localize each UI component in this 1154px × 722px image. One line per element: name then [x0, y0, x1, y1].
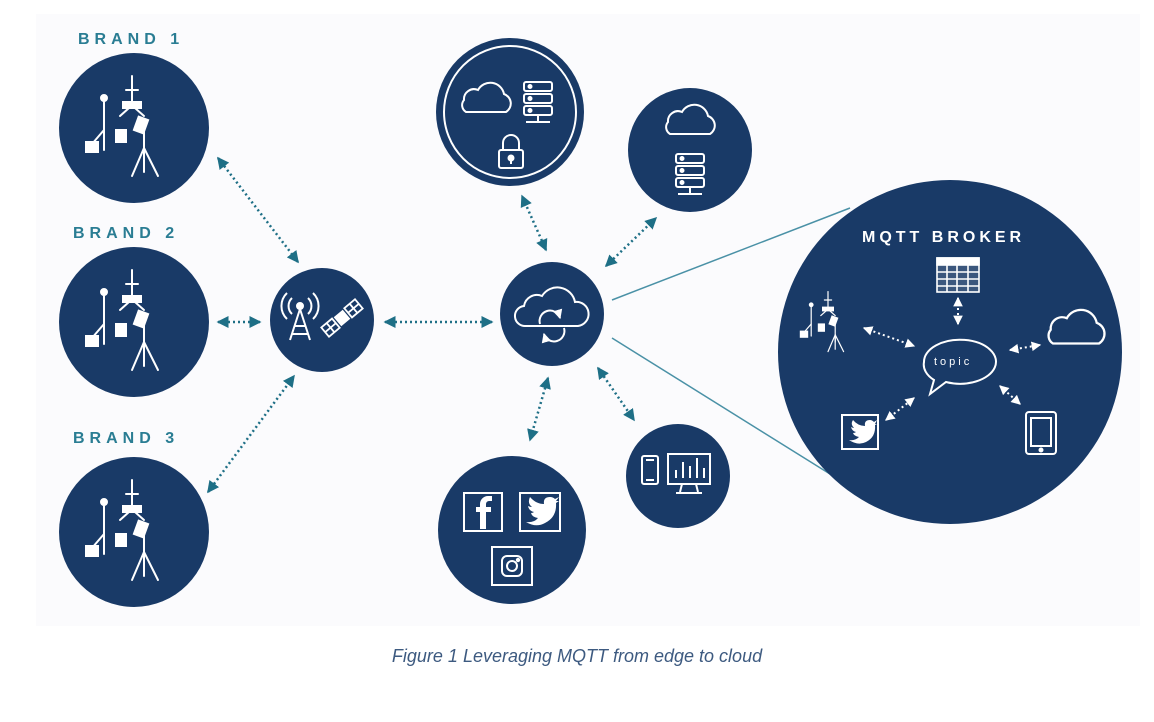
- connectors: [206, 156, 658, 494]
- satellite-icon: [320, 297, 364, 339]
- social-node: [438, 456, 586, 604]
- figure-caption: Figure 1 Leveraging MQTT from edge to cl…: [391, 646, 763, 666]
- instagram-icon: [491, 546, 533, 586]
- arrow-hub-private-cloud: [520, 194, 548, 252]
- dashboard-node: [626, 424, 730, 528]
- brand-3-label: BRAND 3: [73, 430, 179, 447]
- radio-tower-icon: [280, 292, 320, 341]
- cloud-server-node: [628, 88, 752, 212]
- topic-label: topic: [934, 356, 972, 368]
- brand-2-label: BRAND 2: [73, 225, 179, 242]
- mobile-icon: [641, 455, 659, 485]
- facebook-icon: [463, 492, 503, 532]
- twitter-icon: [519, 492, 561, 532]
- brand-1-node: [59, 53, 209, 203]
- arrow-hub-cloud-server: [604, 216, 658, 268]
- broker-twitter: [841, 414, 879, 450]
- gateway-node: [270, 268, 374, 372]
- brand-3-node: [59, 457, 209, 607]
- tablet-icon: [1025, 411, 1057, 455]
- monitor-chart-icon: [667, 453, 711, 494]
- arrow-hub-social: [527, 376, 551, 442]
- table-icon: [936, 257, 980, 293]
- cloud-hub-node: [500, 262, 604, 366]
- broker-arrows: [862, 296, 1042, 421]
- arrow-brand3-gateway: [206, 374, 296, 494]
- cloud-sync-icon: [514, 286, 590, 344]
- arrow-hub-dashboard: [596, 366, 636, 422]
- brand-1-label: BRAND 1: [78, 31, 184, 48]
- broker-label: MQTT BROKER: [862, 229, 1025, 246]
- twitter-icon: [841, 414, 879, 450]
- topic-bubble: topic: [922, 338, 997, 397]
- arrow-brand1-gateway: [217, 156, 299, 264]
- mqtt-broker-node: MQTT BROKER topic: [778, 180, 1122, 524]
- lock-icon: [498, 134, 524, 169]
- broker-zoom-lines: [611, 207, 851, 475]
- brand-2-node: [59, 247, 209, 397]
- private-cloud-node: [436, 38, 584, 186]
